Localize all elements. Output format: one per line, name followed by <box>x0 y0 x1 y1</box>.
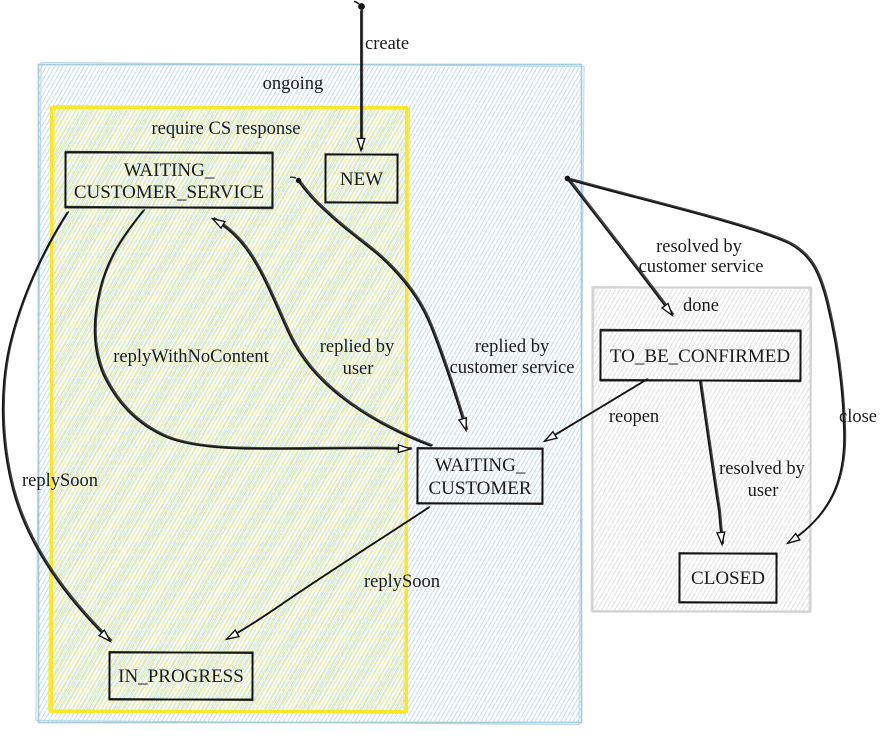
edge-label-resolved-by-cs-2: customer service <box>639 257 764 277</box>
edge-reply-with-no-content <box>93 210 413 454</box>
edge-close <box>569 179 845 545</box>
edge-reply-soon-left <box>1 212 112 643</box>
cluster-ongoing-label: ongoing <box>263 74 324 94</box>
state-new-label: NEW <box>340 169 383 190</box>
edge-replied-by-user <box>210 217 432 447</box>
state-new: NEW <box>324 153 399 204</box>
edge-label-replied-by-cs-2: customer service <box>450 358 575 378</box>
edge-label-reply-soon-right: replySoon <box>364 572 440 592</box>
edge-source-dots <box>289 0 571 184</box>
edge-labels: create replied by customer service reply… <box>22 34 877 592</box>
state-in-progress-label: IN_PROGRESS <box>118 666 244 687</box>
state-closed-box <box>678 552 778 604</box>
edge-source-dot-require-cs <box>295 177 302 184</box>
state-waiting-customer-service-label-1: WAITING_ <box>124 160 215 181</box>
edge-source-dot-require-cs-tail <box>289 176 297 179</box>
cluster-done: done <box>590 285 813 614</box>
state-in-progress-box <box>108 651 254 701</box>
edge-label-resolved-by-user-2: user <box>748 481 779 501</box>
edge-replied-by-customer-service <box>298 181 467 433</box>
initial-state-dot <box>358 3 365 10</box>
state-closed-label: CLOSED <box>691 568 765 589</box>
edge-label-replied-by-user-2: user <box>343 359 374 379</box>
cluster-require-cs-label: require CS response <box>152 119 301 139</box>
edges <box>1 9 847 643</box>
state-waiting-customer-service-label-2: CUSTOMER_SERVICE <box>74 182 264 203</box>
state-waiting-customer-label-2: CUSTOMER <box>428 478 531 499</box>
edge-reply-soon-right <box>224 507 429 641</box>
state-in-progress: IN_PROGRESS <box>108 650 254 702</box>
edge-label-reply-soon-left: replySoon <box>22 471 98 491</box>
state-waiting-customer-service-box <box>64 151 274 209</box>
edge-resolved-by-customer-service <box>568 180 674 318</box>
state-new-box <box>324 153 399 204</box>
state-waiting-customer-box <box>416 447 544 505</box>
state-to-be-confirmed: TO_BE_CONFIRMED <box>599 328 802 383</box>
edge-label-reply-with-no-content: replyWithNoContent <box>113 347 269 367</box>
state-to-be-confirmed-label: TO_BE_CONFIRMED <box>610 346 790 367</box>
state-to-be-confirmed-box <box>599 329 802 382</box>
edge-label-create: create <box>365 34 409 54</box>
cluster-done-box <box>591 286 812 613</box>
state-waiting-customer-service: WAITING_ CUSTOMER_SERVICE <box>64 150 274 210</box>
edge-label-replied-by-cs-1: replied by <box>475 337 550 357</box>
initial-state-dot-tail <box>353 0 360 5</box>
state-waiting-customer: WAITING_ CUSTOMER <box>416 447 544 505</box>
edge-resolved-by-user <box>699 381 726 547</box>
edge-reopen <box>542 379 647 443</box>
edge-label-resolved-by-user-1: resolved by <box>719 459 806 479</box>
edge-label-close: close <box>839 407 877 427</box>
edge-source-dot-ongoing <box>564 175 571 182</box>
state-closed: CLOSED <box>678 552 778 604</box>
state-waiting-customer-label-1: WAITING_ <box>435 455 526 476</box>
cluster-done-label: done <box>683 296 719 316</box>
edge-label-replied-by-user-1: replied by <box>320 337 395 357</box>
edge-label-resolved-by-cs-1: resolved by <box>656 237 743 257</box>
edge-label-reopen: reopen <box>609 407 659 427</box>
